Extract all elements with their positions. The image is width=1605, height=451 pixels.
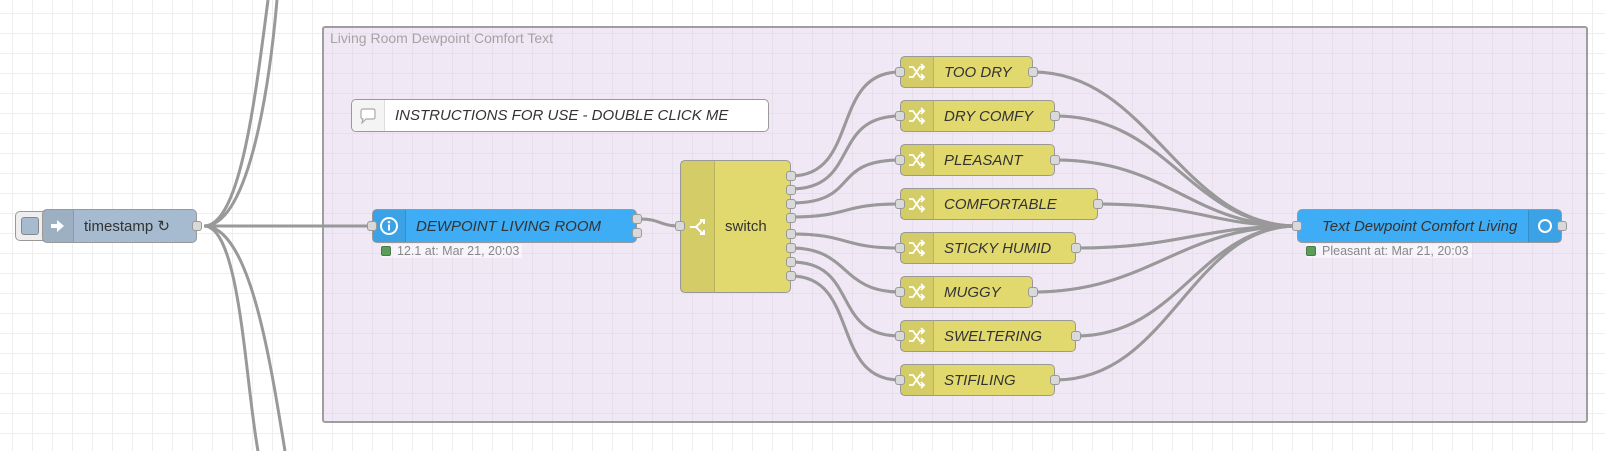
change-node-stifiling[interactable]: STIFILING [900,364,1055,396]
change-input-port[interactable] [895,111,905,121]
shuffle-icon [901,277,934,307]
change-input-port[interactable] [895,243,905,253]
circle-icon [1528,210,1561,242]
change-node-sticky-humid[interactable]: STICKY HUMID [900,232,1076,264]
switch-output-port-7[interactable] [786,257,796,267]
change-node-too-dry[interactable]: TOO DRY [900,56,1033,88]
switch-node[interactable]: switch [680,160,791,293]
switch-output-port-3[interactable] [786,199,796,209]
change-node-pleasant[interactable]: PLEASANT [900,144,1055,176]
inject-node[interactable]: timestamp ↻ [42,209,197,243]
arrow-right-icon [43,210,74,242]
change-node-dry-comfy[interactable]: DRY COMFY [900,100,1055,132]
dewpoint-label: DEWPOINT LIVING ROOM [416,217,602,235]
inject-label: timestamp ↻ [84,218,170,235]
text-node-label: Text Dewpoint Comfort Living [1322,217,1518,235]
status-dot-icon [381,246,391,256]
comment-icon [352,100,385,131]
text-node-status-text: Pleasant at: Mar 21, 20:03 [1322,244,1469,258]
change-output-port[interactable] [1050,375,1060,385]
change-label: PLEASANT [944,151,1023,169]
text-node-status: Pleasant at: Mar 21, 20:03 [1306,244,1472,258]
switch-icon [681,161,715,292]
change-label: TOO DRY [944,63,1012,81]
switch-output-port-8[interactable] [786,271,796,281]
switch-output-port-2[interactable] [786,185,796,195]
switch-output-port-4[interactable] [786,213,796,223]
status-dot-icon [1306,246,1316,256]
change-label: STICKY HUMID [944,239,1052,257]
text-node-input-port[interactable] [1292,221,1302,231]
change-output-port[interactable] [1050,111,1060,121]
change-label: SWELTERING [944,327,1043,345]
change-output-port[interactable] [1028,67,1038,77]
dewpoint-living-room-node[interactable]: DEWPOINT LIVING ROOM [372,209,637,243]
change-node-sweltering[interactable]: SWELTERING [900,320,1076,352]
comment-label: INSTRUCTIONS FOR USE - DOUBLE CLICK ME [395,107,729,124]
change-input-port[interactable] [895,331,905,341]
change-label: MUGGY [944,283,1001,301]
change-label: COMFORTABLE [944,195,1057,213]
wire [203,0,270,228]
change-output-port[interactable] [1071,331,1081,341]
dewpoint-status: 12.1 at: Mar 21, 20:03 [381,244,523,258]
change-output-port[interactable] [1050,155,1060,165]
shuffle-icon [901,57,934,87]
dewpoint-output-port-1[interactable] [632,214,642,224]
dewpoint-input-port[interactable] [367,221,377,231]
switch-label: switch [725,218,767,235]
wire [203,224,260,451]
shuffle-icon [901,145,934,175]
change-input-port[interactable] [895,199,905,209]
change-input-port[interactable] [895,287,905,297]
switch-output-port-5[interactable] [786,229,796,239]
change-input-port[interactable] [895,375,905,385]
change-input-port[interactable] [895,67,905,77]
change-output-port[interactable] [1028,287,1038,297]
change-label: DRY COMFY [944,107,1034,125]
info-icon [373,210,406,242]
text-dewpoint-comfort-living-node[interactable]: Text Dewpoint Comfort Living [1297,209,1562,243]
shuffle-icon [901,365,934,395]
change-node-muggy[interactable]: MUGGY [900,276,1033,308]
switch-input-port[interactable] [675,221,685,231]
shuffle-icon [901,189,934,219]
text-node-output-port[interactable] [1557,221,1567,231]
switch-output-port-6[interactable] [786,243,796,253]
shuffle-icon [901,321,934,351]
change-input-port[interactable] [895,155,905,165]
wire [203,224,287,451]
comment-node[interactable]: INSTRUCTIONS FOR USE - DOUBLE CLICK ME [351,99,769,132]
group-label: Living Room Dewpoint Comfort Text [330,30,554,46]
wire [203,0,279,228]
inject-output-port[interactable] [192,221,202,231]
dewpoint-status-text: 12.1 at: Mar 21, 20:03 [397,244,520,258]
dewpoint-output-port-2[interactable] [632,228,642,238]
change-output-port[interactable] [1071,243,1081,253]
shuffle-icon [901,101,934,131]
shuffle-icon [901,233,934,263]
change-output-port[interactable] [1093,199,1103,209]
switch-output-port-1[interactable] [786,171,796,181]
change-node-comfortable[interactable]: COMFORTABLE [900,188,1098,220]
change-label: STIFILING [944,371,1016,389]
